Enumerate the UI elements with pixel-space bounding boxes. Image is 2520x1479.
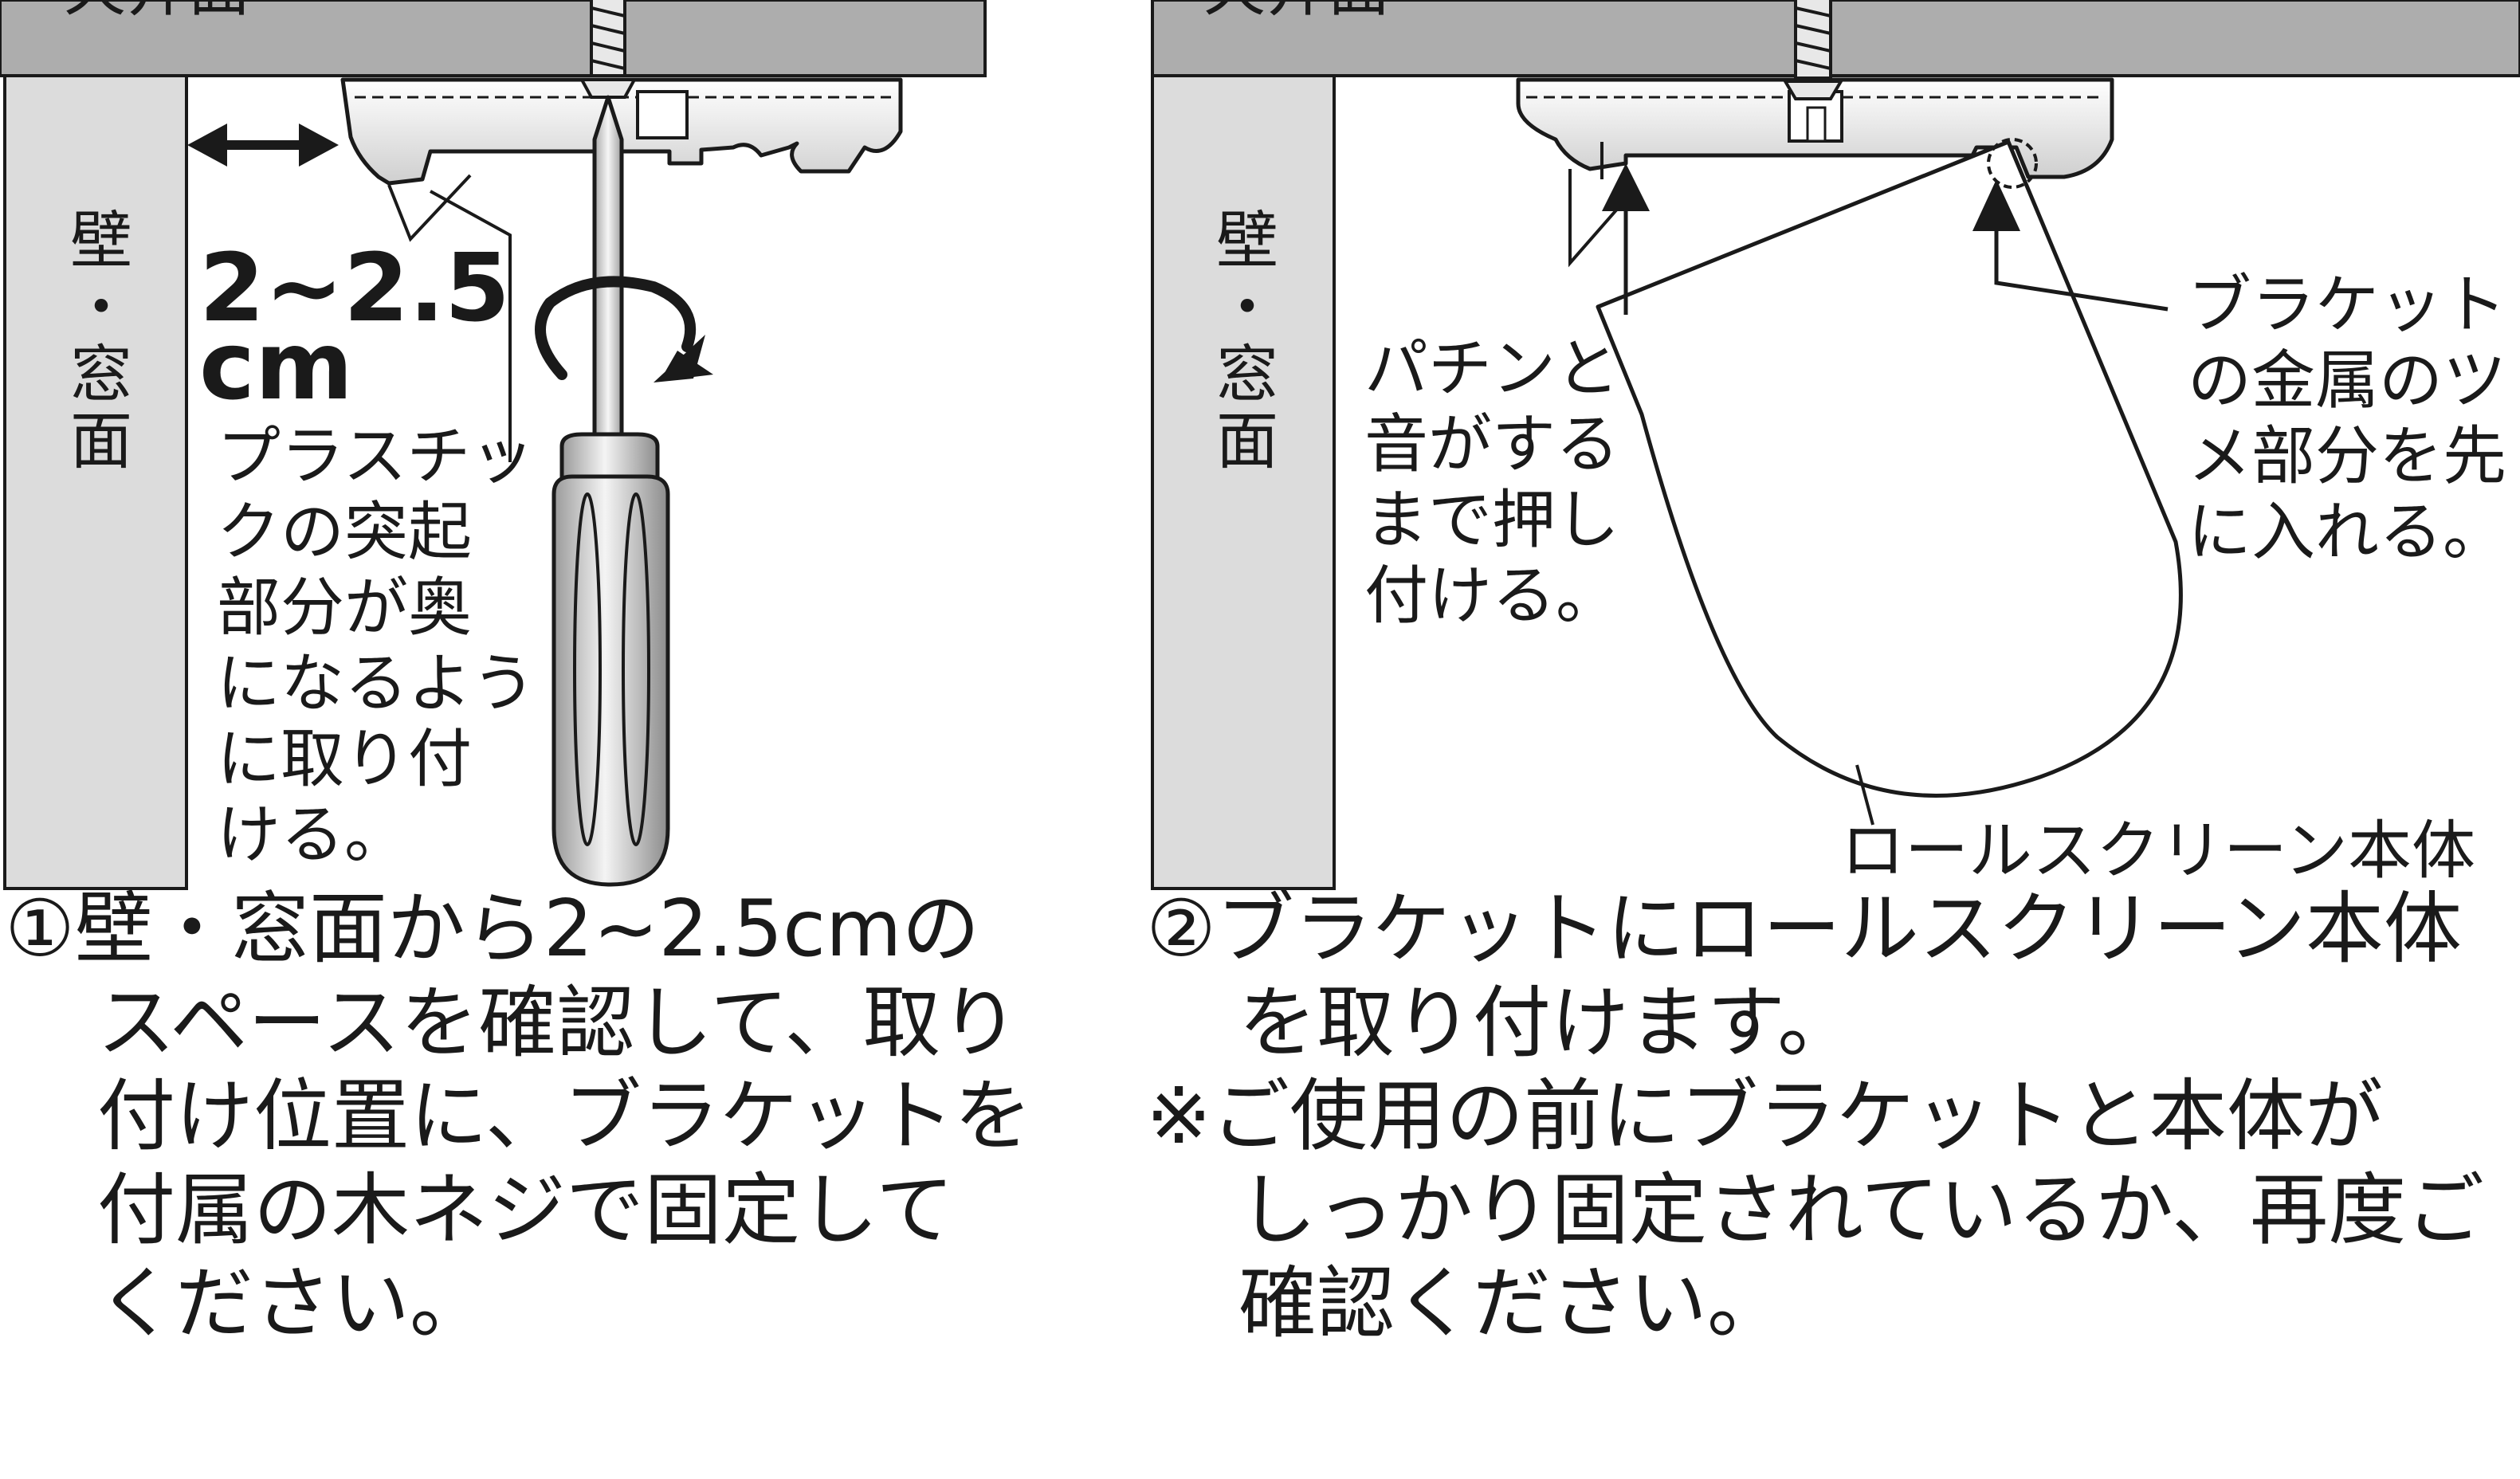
screwdriver-icon bbox=[551, 95, 670, 887]
ceiling-label: 天井面 bbox=[64, 0, 250, 25]
double-arrow-icon bbox=[187, 124, 339, 167]
ceiling-label: 天井面 bbox=[1203, 0, 1390, 25]
hook-note-line: に入れる。 bbox=[2188, 495, 2506, 569]
push-arrow-icon bbox=[1602, 163, 1650, 315]
rotation-arrow-icon bbox=[535, 276, 713, 382]
plastic-note-line: クの突起 bbox=[217, 495, 472, 569]
hook-note-line: ブラケット bbox=[2188, 268, 2506, 342]
screw-icon bbox=[579, 0, 638, 99]
plastic-note-line: プラスチッ bbox=[217, 419, 534, 493]
caption-line: 確認ください。 bbox=[1238, 1258, 1786, 1350]
gap-label-unit: cm bbox=[199, 311, 353, 421]
caption-line: 付け位置に、ブラケットを bbox=[97, 1071, 1033, 1163]
step-2-caption: ②ブラケットにロールスクリーン本体 を取り付けます。 ※ご使用の前にブラケットと… bbox=[1146, 883, 2484, 1352]
ceiling-surface bbox=[0, 0, 987, 77]
screw-icon bbox=[1782, 0, 1844, 100]
caption-line: しっかり固定されているか、再度ご bbox=[1238, 1164, 2485, 1256]
step-1-caption: ①壁・窓面から2~2.5cmの スペースを確認して、取り 付け位置に、ブラケット… bbox=[5, 883, 1032, 1352]
panel-2: 天井面 壁・窓面 bbox=[1151, 0, 2520, 890]
caption-line: を取り付けます。 bbox=[1238, 977, 1856, 1069]
plastic-note-line: になるよう bbox=[217, 646, 536, 720]
push-note-line: パチンと bbox=[1364, 332, 1619, 406]
plastic-note-line: ける。 bbox=[217, 798, 408, 872]
caption-line: ください。 bbox=[97, 1258, 489, 1350]
push-note-line: 音がする bbox=[1364, 407, 1619, 481]
wall-surface bbox=[3, 74, 188, 890]
panel-1: 天井面 壁・窓面 bbox=[0, 0, 987, 890]
ceiling-surface bbox=[1151, 0, 2520, 77]
hook-arrow-icon bbox=[1972, 179, 2169, 312]
wall-label: 壁・窓面 bbox=[1206, 207, 1278, 475]
body-label: ロールスクリーン本体 bbox=[1841, 814, 2475, 888]
caption-line: ②ブラケットにロールスクリーン本体 bbox=[1146, 884, 2462, 975]
hook-note-line: メ部分を先 bbox=[2188, 419, 2506, 493]
push-note-line: 付ける。 bbox=[1364, 559, 1619, 633]
caption-line: ①壁・窓面から2~2.5cmの bbox=[5, 884, 980, 975]
wall-surface bbox=[1151, 74, 1336, 890]
plastic-note-line: に取り付 bbox=[217, 722, 472, 796]
body-leader-line bbox=[1855, 764, 1874, 826]
push-note-line: まで押し bbox=[1364, 483, 1619, 557]
plastic-note: プラスチッ クの突起 部分が奥 になるよう に取り付 ける。 bbox=[217, 419, 536, 872]
gap-label-value: 2~2.5 bbox=[199, 233, 510, 343]
hook-note: ブラケット の金属のツ メ部分を先 に入れる。 bbox=[2188, 268, 2506, 569]
wall-label: 壁・窓面 bbox=[60, 207, 131, 475]
hook-note-line: の金属のツ bbox=[2188, 343, 2506, 418]
bracket-icon bbox=[1516, 77, 2114, 268]
roll-screen-icon bbox=[1596, 138, 2183, 798]
caption-line: ※ご使用の前にブラケットと本体が bbox=[1146, 1071, 2384, 1163]
leader-line bbox=[430, 190, 512, 462]
caption-line: 付属の木ネジで固定して bbox=[97, 1164, 955, 1256]
caption-line: スペースを確認して、取り bbox=[97, 977, 1019, 1069]
push-note: パチンと 音がする まで押し 付ける。 bbox=[1364, 332, 1619, 633]
plastic-note-line: 部分が奥 bbox=[217, 571, 472, 645]
